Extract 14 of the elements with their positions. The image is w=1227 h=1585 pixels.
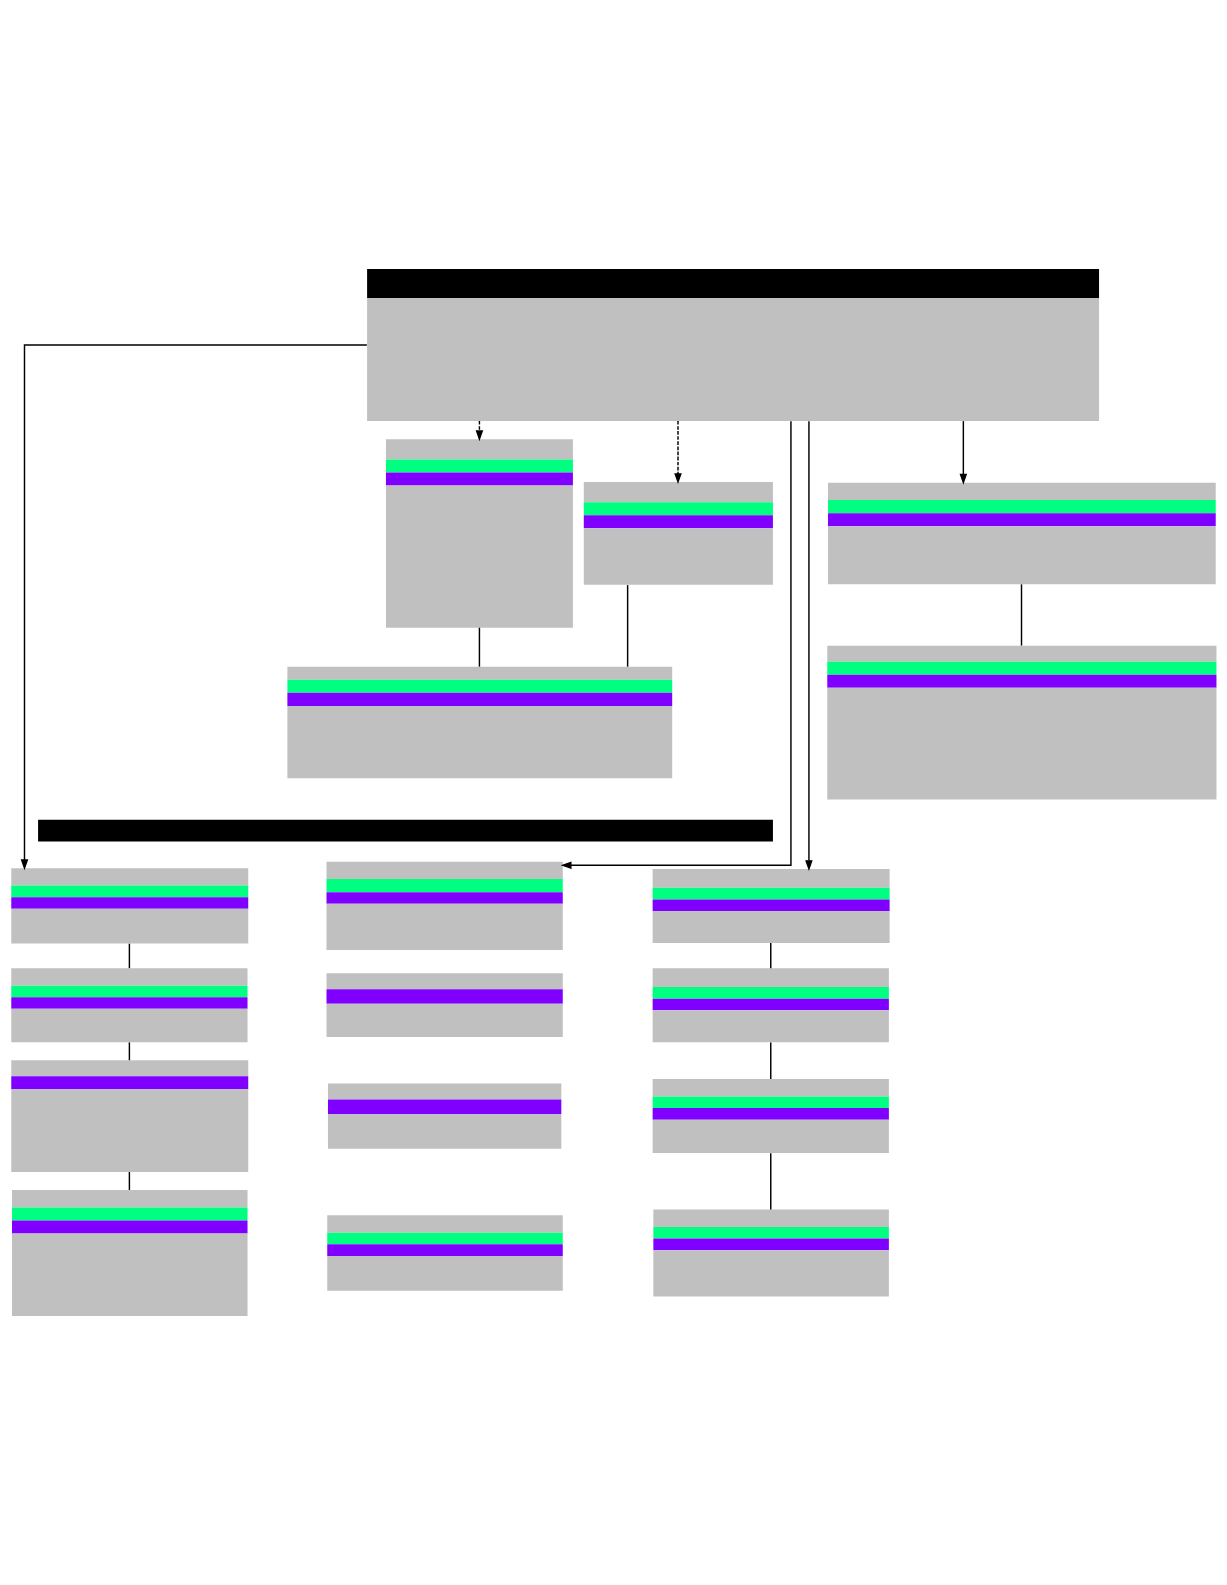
node-bar — [38, 819, 773, 842]
arrow — [560, 420, 792, 870]
connector — [770, 1152, 772, 1211]
arrow — [959, 420, 968, 485]
arrow — [674, 420, 682, 485]
connector — [770, 942, 772, 969]
connector — [128, 943, 131, 969]
arrow — [475, 420, 484, 442]
connector — [770, 1041, 772, 1080]
arrow — [20, 344, 368, 871]
connector — [478, 627, 481, 668]
connector — [1020, 583, 1023, 647]
arrow — [805, 420, 813, 872]
connector — [626, 584, 629, 668]
